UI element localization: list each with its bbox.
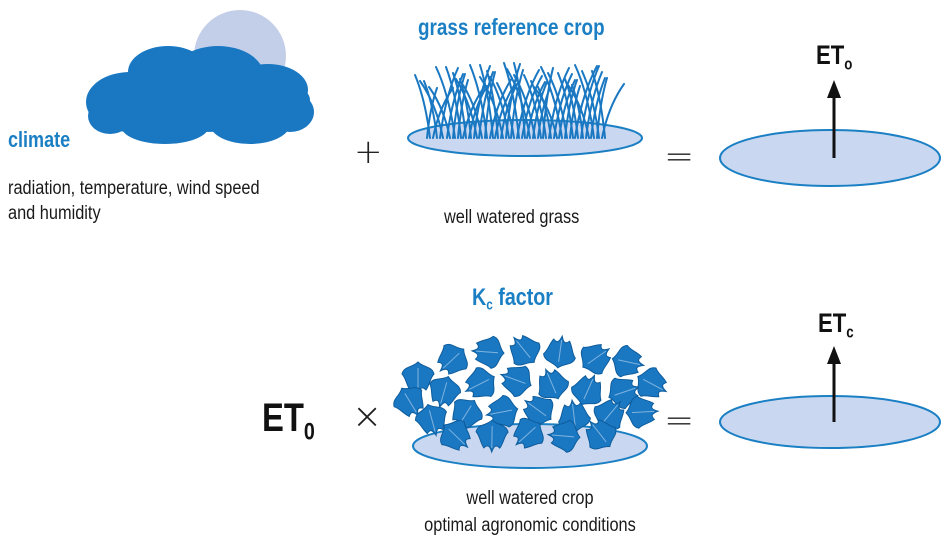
plus-operator: + xyxy=(354,132,383,172)
climate-title: climate xyxy=(8,127,71,152)
leaf xyxy=(509,334,541,366)
leaf xyxy=(513,417,544,449)
grass-icon xyxy=(414,62,625,139)
grass-blade xyxy=(462,84,483,139)
grass-blade xyxy=(469,64,488,139)
leaf xyxy=(437,343,468,375)
climate-description-line1: radiation, temperature, wind speed xyxy=(8,178,260,199)
grass-blade xyxy=(591,70,606,139)
grass-caption: well watered grass xyxy=(444,207,580,228)
grass-blade xyxy=(590,77,606,139)
crop-caption-line2: optimal agronomic conditions xyxy=(424,515,636,536)
leaf xyxy=(625,395,660,429)
times-operator: × xyxy=(352,396,383,437)
leaf xyxy=(543,334,576,369)
grass-blade xyxy=(510,69,524,139)
eto-label-sub: o xyxy=(844,55,853,74)
grass-blade xyxy=(479,64,494,139)
leaf xyxy=(580,344,612,375)
etc-label-sub: c xyxy=(846,323,854,342)
equals-operator-bottom: = xyxy=(664,400,695,441)
leaf xyxy=(415,403,447,437)
leaf xyxy=(546,419,581,453)
leaf xyxy=(637,367,668,398)
crop-caption-line1: well watered crop xyxy=(466,488,594,509)
grass-blade xyxy=(523,74,542,139)
up-arrow-icon xyxy=(827,346,841,422)
grass-blade xyxy=(452,72,467,139)
grass-blade xyxy=(542,67,554,139)
climate-description-line2: and humidity xyxy=(8,203,101,224)
leaf xyxy=(571,373,602,406)
grass-blade xyxy=(558,79,576,139)
grass-blade xyxy=(574,64,595,139)
grass-blade xyxy=(557,72,574,139)
grass-blade xyxy=(445,66,462,139)
leaf xyxy=(475,419,509,454)
leaf xyxy=(440,419,471,451)
grass-title: grass reference crop xyxy=(418,14,605,40)
grass-blade xyxy=(567,84,590,139)
kc-title-sub: c xyxy=(486,297,493,314)
kc-title: Kc factor xyxy=(472,284,553,313)
cloud-icon xyxy=(86,46,314,144)
grass-blade xyxy=(419,80,444,139)
eto-label: ETo xyxy=(816,40,852,75)
grass-blade xyxy=(435,66,456,139)
leaf xyxy=(464,367,495,398)
grass-blade xyxy=(426,87,438,139)
grass-blade xyxy=(455,78,478,139)
etc-label: ETc xyxy=(818,308,854,343)
eto-input-label: ET0 xyxy=(262,396,315,446)
grass-blade xyxy=(513,74,536,139)
eto-input-sub: 0 xyxy=(303,418,315,446)
grass-blade xyxy=(530,80,547,139)
leaves-icon xyxy=(393,334,668,454)
etc-surface xyxy=(719,395,941,449)
equals-operator-top: = xyxy=(664,136,695,177)
grass-blade xyxy=(506,68,531,139)
grass-blade xyxy=(540,66,563,139)
leaf xyxy=(611,345,646,378)
grass-blade xyxy=(571,84,584,139)
grass-blade xyxy=(479,76,504,139)
grass-blade xyxy=(414,74,431,139)
grass-blade xyxy=(423,80,438,139)
grass-blade xyxy=(581,70,600,139)
grass-blade xyxy=(459,78,472,139)
kc-title-main: K xyxy=(472,284,487,311)
leaf xyxy=(484,395,519,428)
grass-blade xyxy=(537,86,552,139)
eto-label-main: ET xyxy=(816,40,845,70)
grass-blade xyxy=(521,75,543,139)
leaf xyxy=(470,335,505,369)
up-arrow-icon xyxy=(827,80,841,158)
grass-blade xyxy=(601,83,625,139)
grass-blade xyxy=(564,78,579,139)
grass-blade xyxy=(533,86,558,139)
grass-blade xyxy=(503,62,520,139)
eto-surface xyxy=(719,129,941,187)
leaf xyxy=(585,418,617,450)
leaf xyxy=(499,365,532,397)
etc-label-main: ET xyxy=(818,308,847,338)
leaf xyxy=(538,367,569,400)
kc-title-rest: factor xyxy=(492,284,553,311)
eto-input-main: ET xyxy=(262,396,304,440)
grass-blade xyxy=(489,76,510,139)
grass-blade xyxy=(428,86,451,139)
grass-blade xyxy=(496,82,515,139)
grass-blade xyxy=(547,72,568,139)
